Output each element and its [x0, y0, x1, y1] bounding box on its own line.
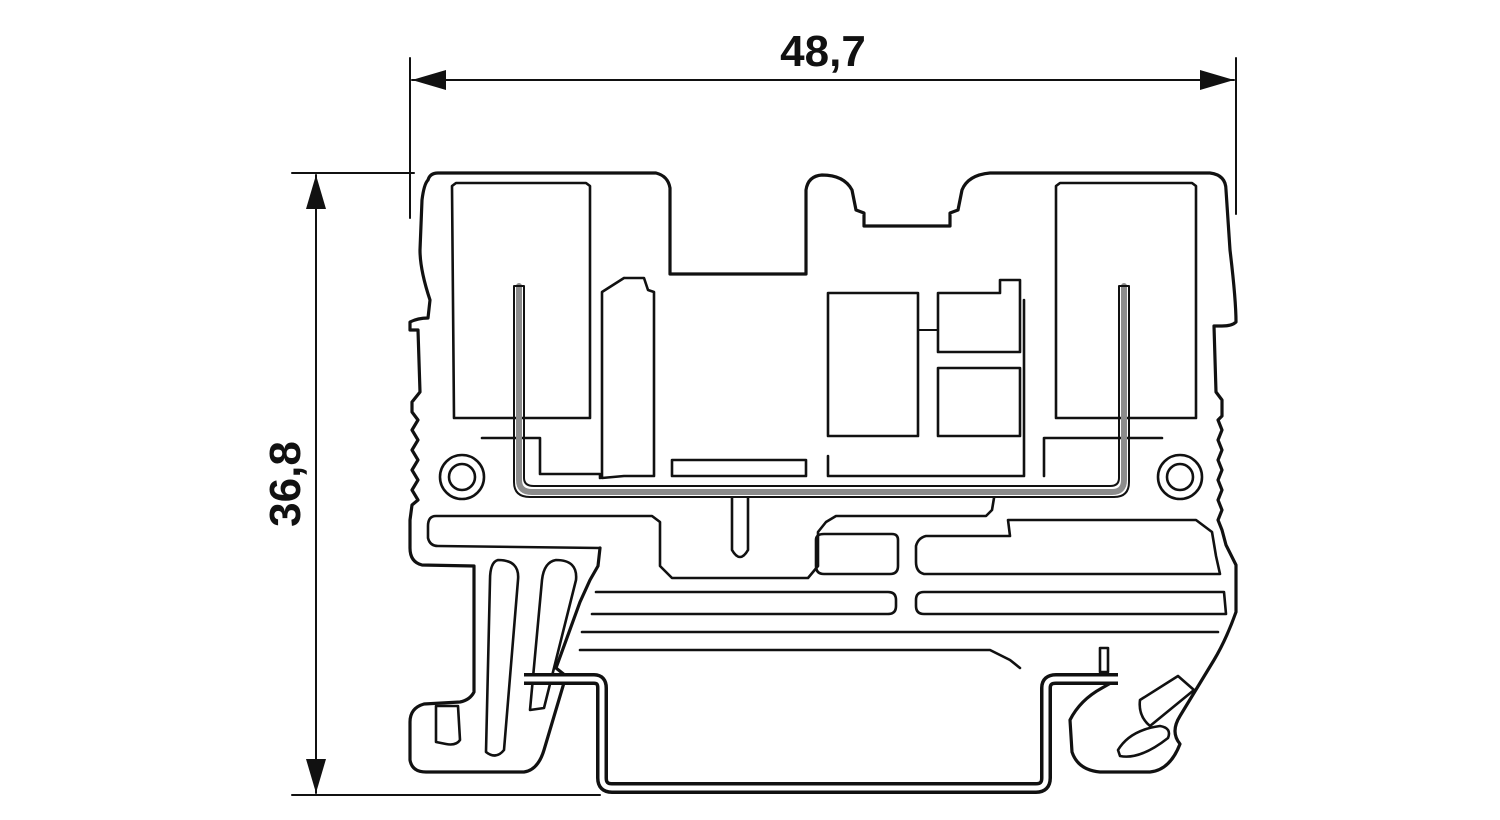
current-bar-inner: [513, 285, 1130, 498]
contact-slot: [670, 458, 808, 478]
height-dimension: 36,8: [261, 172, 601, 796]
inner-channel: [480, 298, 1164, 480]
width-label: 48,7: [780, 27, 866, 76]
right-latch: [1138, 674, 1196, 728]
center-lower-slot: [814, 532, 900, 576]
left-lower-passage: [426, 496, 996, 580]
inner-parts: [438, 276, 1204, 501]
latch-pin: [1098, 646, 1110, 674]
left-release-hole: [438, 453, 486, 501]
right-release-hole-inner: [1165, 462, 1195, 492]
mounting-foot: [434, 558, 1196, 758]
height-arrow-top: [306, 175, 326, 209]
center-frame-right-top: [936, 278, 1022, 354]
lower-passages: [426, 496, 1228, 670]
left-foot-spring-2: [528, 558, 578, 712]
long-slot-left: [590, 590, 898, 616]
left-spring-post: [600, 276, 656, 480]
right-lower-passage: [914, 518, 1222, 576]
din-rail-profile: [524, 673, 1118, 794]
left-clamp-chamber: [450, 181, 592, 420]
width-arrow-right: [1200, 70, 1234, 90]
center-frame-left: [826, 291, 920, 438]
right-release-hole: [1156, 453, 1204, 501]
upper-chambers: [450, 181, 1198, 420]
width-dimension: 48,7: [409, 27, 1237, 219]
width-arrow-left: [412, 70, 446, 90]
din-rail: [524, 673, 1118, 794]
center-frame-right-bottom: [936, 366, 1022, 438]
rail-seat: [578, 630, 1220, 670]
height-arrow-bottom: [306, 759, 326, 793]
din-rail-inner: [524, 676, 1118, 791]
long-slot-right: [914, 590, 1228, 616]
housing-outline: [408, 171, 1238, 774]
left-release-hole-inner: [447, 462, 477, 492]
left-foot-spring: [484, 558, 520, 757]
left-foot-hook: [434, 704, 462, 746]
right-latch-eye: [1116, 724, 1171, 758]
current-bar: [513, 283, 1130, 498]
height-label: 36,8: [261, 441, 310, 527]
center-pin: [730, 496, 750, 559]
right-clamp-chamber: [1054, 181, 1198, 420]
current-bar-outer: [516, 283, 1127, 495]
terminal-block-housing: [408, 171, 1238, 774]
